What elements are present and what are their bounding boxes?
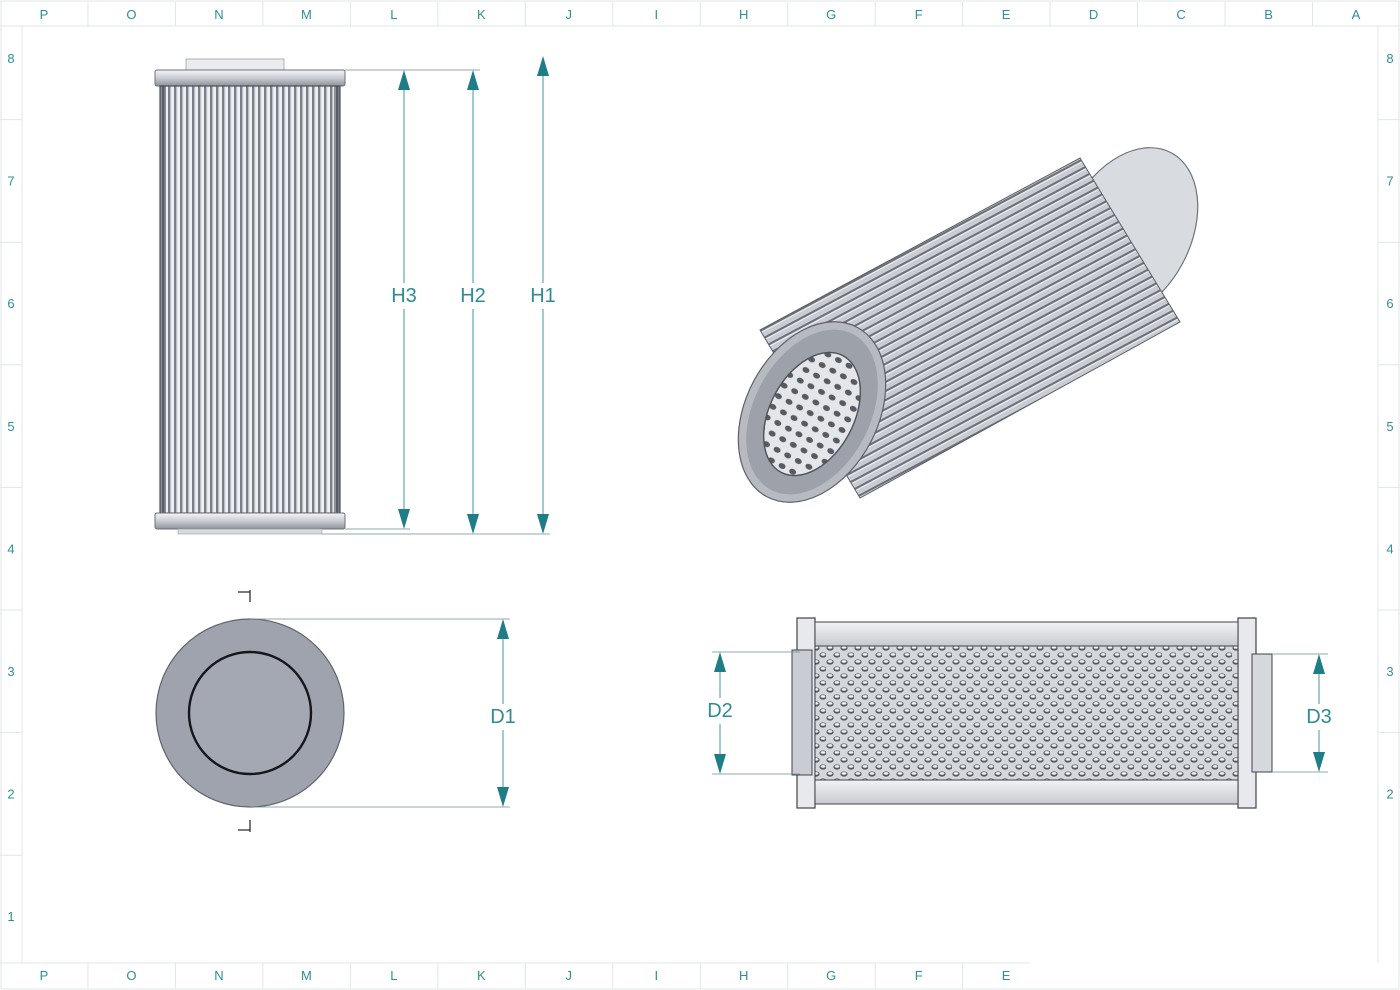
d1-dimension: D1	[250, 618, 521, 808]
perforated-core-end	[762, 351, 862, 477]
zone-col-label-top: O	[126, 7, 136, 22]
zone-col-label-bottom: N	[214, 968, 223, 983]
zone-row-label-left: 6	[7, 296, 14, 311]
top-spigot	[185, 58, 285, 71]
zone-col-label-top: N	[214, 7, 223, 22]
zone-row-label-right: 6	[1386, 296, 1393, 311]
zone-col-label-bottom: F	[915, 968, 923, 983]
zone-col-label-bottom: E	[1002, 968, 1011, 983]
zone-col-label-top: H	[739, 7, 748, 22]
zone-row-label-right: 7	[1386, 174, 1393, 189]
inner-opening	[187, 650, 313, 776]
d2-dimension: D2	[702, 651, 800, 775]
zone-row-label-left: 3	[7, 664, 14, 679]
zone-row-label-right: 4	[1386, 541, 1393, 556]
top-view	[155, 590, 345, 832]
d1-label: D1	[490, 706, 516, 728]
zone-col-label-bottom: J	[566, 968, 573, 983]
zone-col-label-top: J	[566, 7, 573, 22]
zone-labels-right: 8 7 6 5 4 3 2	[1386, 51, 1393, 802]
lower-media-section	[814, 779, 1239, 805]
section-marker-top	[238, 590, 251, 602]
zone-col-label-bottom: G	[826, 968, 836, 983]
zone-col-label-top: C	[1176, 7, 1185, 22]
bottom-end-cap	[154, 512, 346, 530]
isometric-view	[737, 147, 1199, 503]
zone-col-label-top: P	[40, 7, 49, 22]
section-marker-bottom	[238, 820, 251, 832]
right-collar	[1251, 653, 1273, 773]
h2-label: H2	[460, 285, 486, 307]
zone-col-label-top: G	[826, 7, 836, 22]
zone-col-label-top: L	[390, 7, 397, 22]
zone-col-label-bottom: H	[739, 968, 748, 983]
zone-row-label-right: 8	[1386, 51, 1393, 66]
d2-label: D2	[707, 700, 733, 722]
perforated-core	[814, 645, 1239, 781]
zone-col-label-bottom: M	[301, 968, 312, 983]
bottom-spigot	[177, 528, 323, 535]
h1-label: H1	[530, 285, 556, 307]
zone-col-label-top: D	[1089, 7, 1098, 22]
zone-row-label-left: 5	[7, 419, 14, 434]
d3-label: D3	[1306, 706, 1332, 728]
zone-col-label-top: I	[654, 7, 658, 22]
left-collar	[791, 649, 813, 776]
upper-media-section	[814, 621, 1239, 647]
zone-col-label-top: A	[1352, 7, 1361, 22]
zone-col-label-bottom: P	[40, 968, 49, 983]
zone-col-label-top: B	[1264, 7, 1273, 22]
zone-row-label-right: 2	[1386, 787, 1393, 802]
zone-row-label-right: 3	[1386, 664, 1393, 679]
zone-row-label-right: 5	[1386, 419, 1393, 434]
zone-labels-left: 8 7 6 5 4 3 2 1	[7, 51, 14, 924]
zone-col-label-top: K	[477, 7, 486, 22]
zone-row-label-left: 1	[7, 909, 14, 924]
front-view	[154, 58, 346, 535]
zone-col-label-bottom: I	[654, 968, 658, 983]
zone-col-label-top: E	[1002, 7, 1011, 22]
zone-row-label-left: 8	[7, 51, 14, 66]
pleated-media	[159, 85, 341, 514]
d3-dimension: D3	[1272, 653, 1337, 773]
height-dimensions: H3 H2 H1	[322, 56, 561, 535]
zone-col-label-top: M	[301, 7, 312, 22]
zone-col-label-bottom: K	[477, 968, 486, 983]
zone-col-label-top: F	[915, 7, 923, 22]
zone-row-label-left: 4	[7, 541, 14, 556]
section-view	[791, 617, 1273, 809]
zone-col-label-bottom: L	[390, 968, 397, 983]
zone-row-label-left: 7	[7, 174, 14, 189]
zone-col-label-bottom: O	[126, 968, 136, 983]
top-end-cap	[154, 69, 346, 87]
zone-row-label-left: 2	[7, 787, 14, 802]
h3-label: H3	[391, 285, 417, 307]
